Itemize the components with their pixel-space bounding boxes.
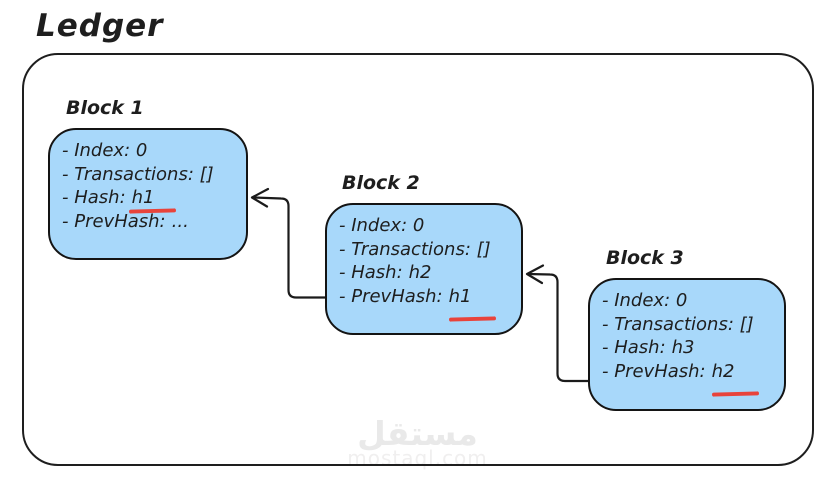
block-2-hash-value: h2 (408, 262, 432, 283)
block-3-prevhash-value: h2 (711, 360, 735, 382)
block-3-transactions-line: - Transactions: [] (602, 313, 754, 335)
block-1-label: Block 1 (66, 97, 144, 119)
block-2-prevhash-line: - PrevHash:h1 (339, 285, 472, 307)
block-2-prevhash-value: h1 (448, 285, 472, 307)
block-3-box: - Index: 0 - Transactions: [] - Hash:h3 … (588, 278, 786, 411)
watermark-latin-text: mostaql.com (347, 446, 488, 470)
watermark: مستقل mostaql.com (330, 414, 505, 470)
block-3-hash-value: h3 (671, 337, 695, 358)
block-1-box: - Index: 0 - Transactions: [] - Hash:h1 … (48, 128, 248, 260)
block-1-hash-line: - Hash:h1 (62, 187, 155, 208)
block-2-index-line: - Index: 0 (339, 215, 425, 236)
block-2-box: - Index: 0 - Transactions: [] - Hash:h2 … (325, 203, 523, 335)
block-1-prevhash-value: ... (171, 210, 189, 232)
block-1-index-line: - Index: 0 (62, 140, 148, 161)
block-1-hash-value: h1 (131, 187, 155, 208)
ledger-container (22, 53, 814, 466)
block-2-label: Block 2 (342, 172, 420, 194)
block-1-transactions-line: - Transactions: [] (62, 163, 214, 185)
diagram-title: Ledger (36, 8, 164, 44)
block-3-prevhash-line: - PrevHash:h2 (602, 360, 735, 382)
block-1-prevhash-line: - PrevHash:... (62, 210, 189, 232)
block-3-hash-line: - Hash:h3 (602, 337, 695, 358)
watermark-arabic-text: مستقل (357, 414, 478, 453)
block-3-label: Block 3 (606, 247, 684, 269)
block-2-hash-line: - Hash:h2 (339, 262, 432, 283)
block-3-index-line: - Index: 0 (602, 290, 688, 311)
block-2-transactions-line: - Transactions: [] (339, 238, 491, 260)
